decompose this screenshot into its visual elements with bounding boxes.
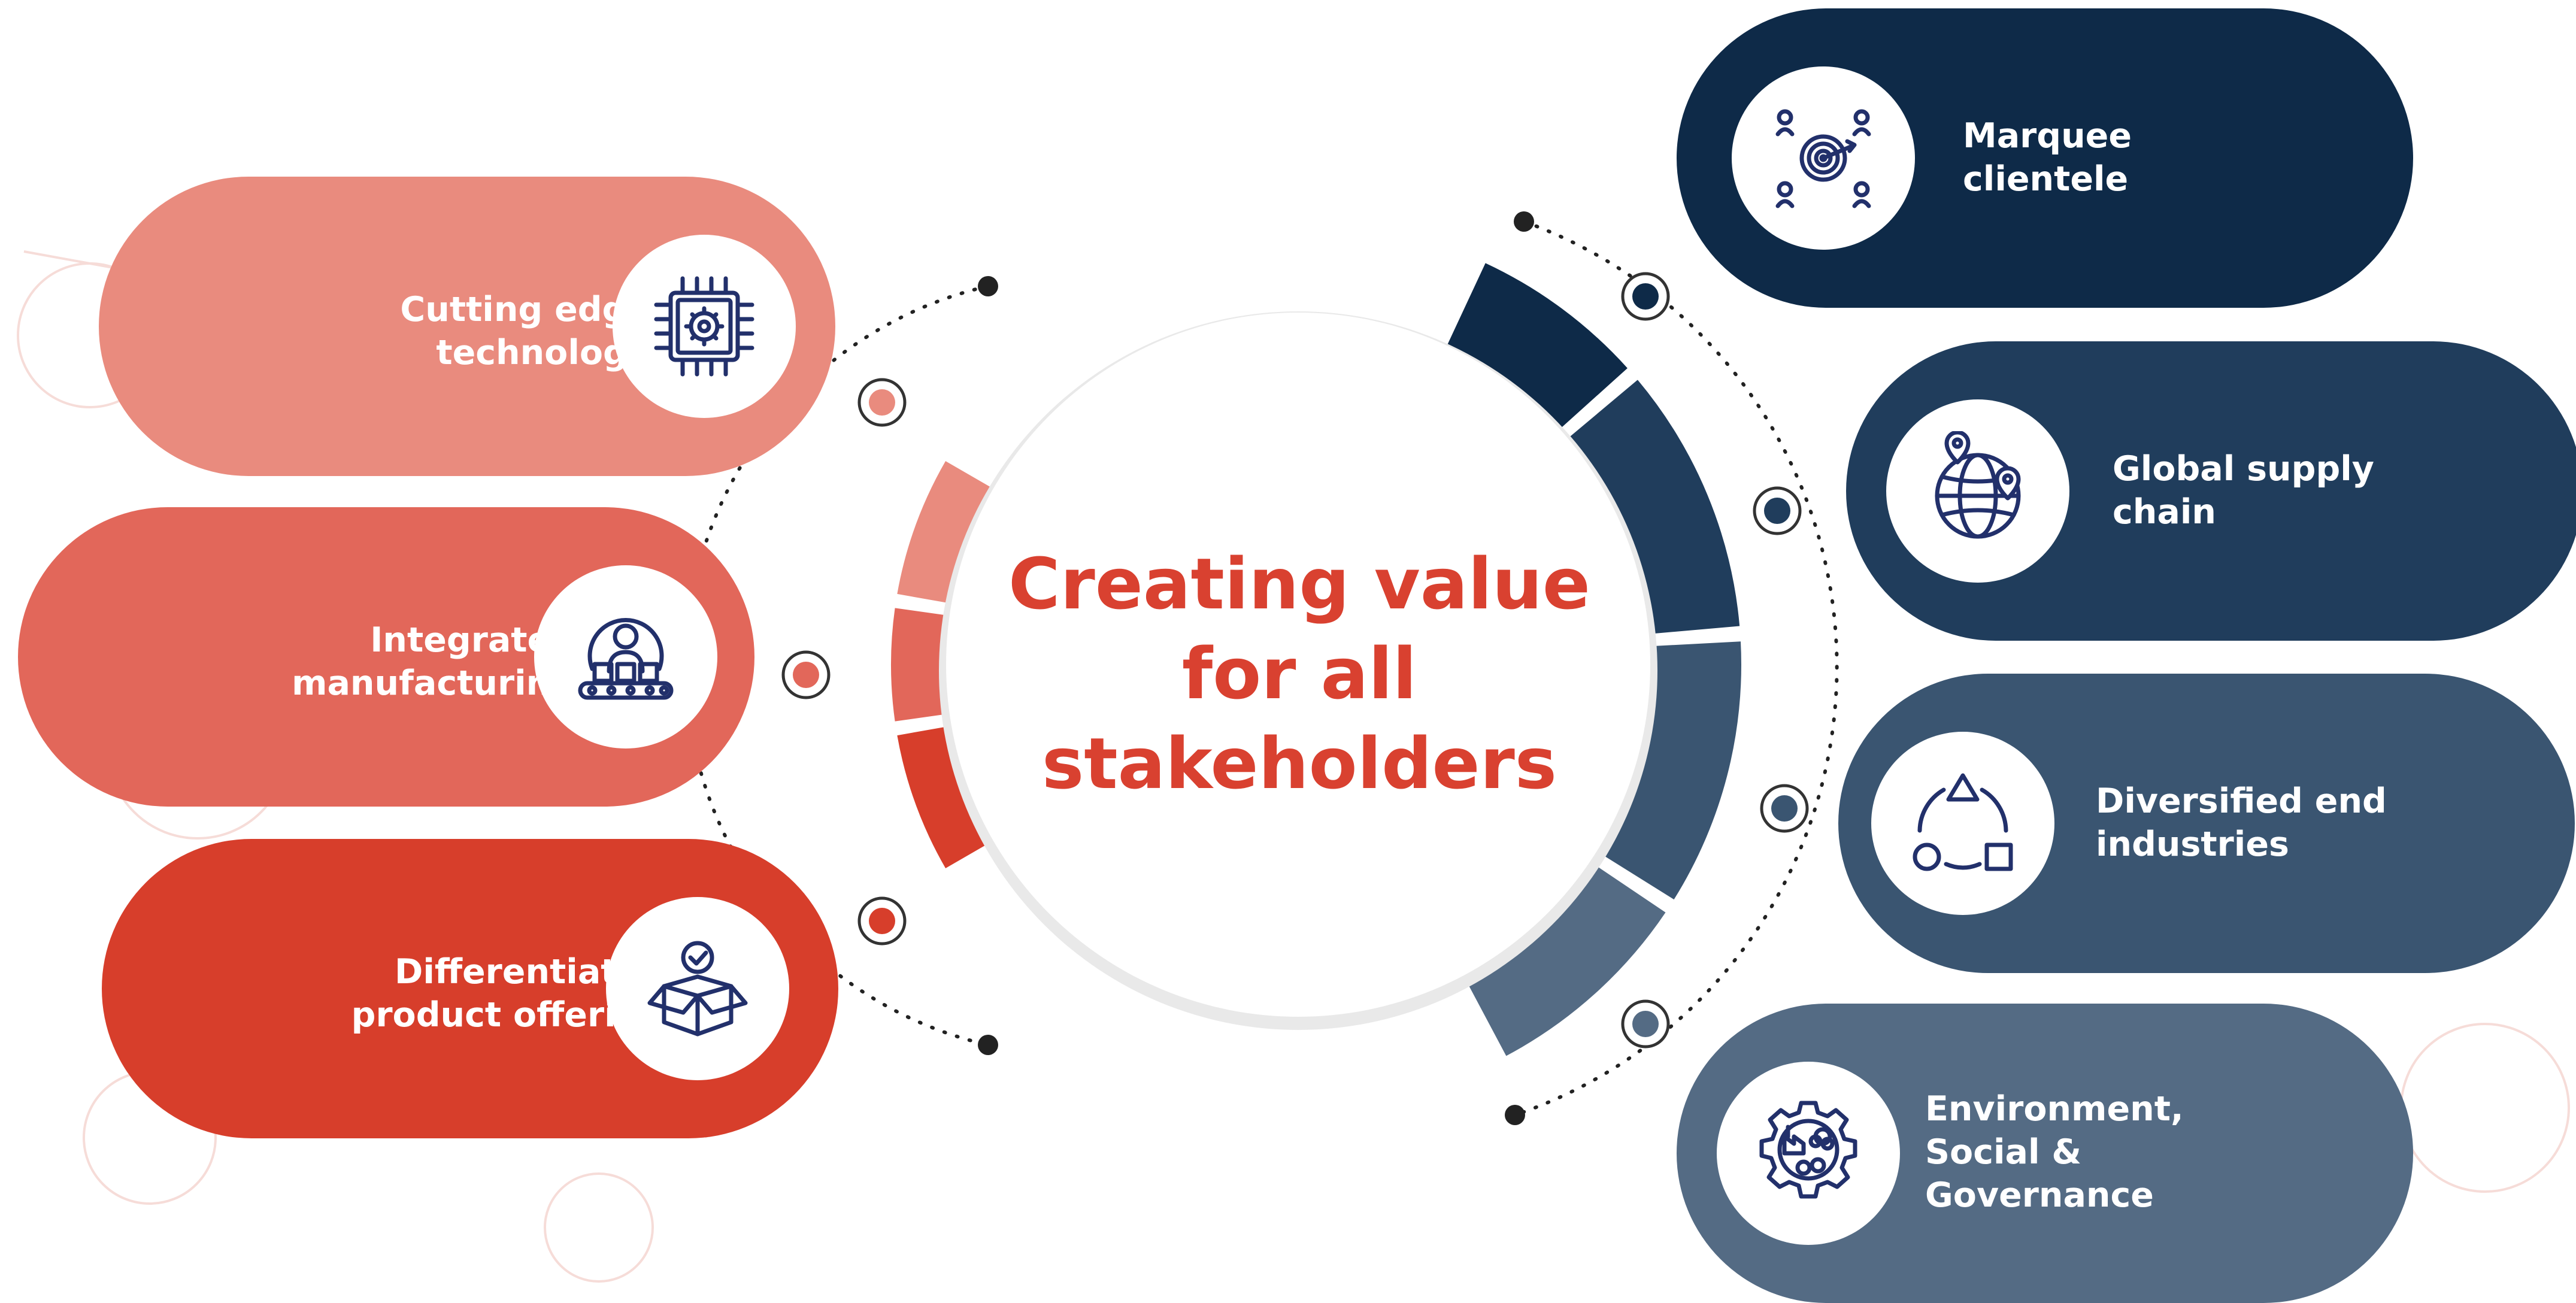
pill-label-line-2: product offering: [351, 995, 665, 1035]
icon-badge: [1871, 732, 2054, 915]
worker-conveyor-icon: [578, 618, 674, 700]
left-pill-cutting-edge-technology: Cutting edge technology: [99, 177, 835, 476]
pill-label: Marquee clientele: [1963, 114, 2382, 201]
box-check-icon: [647, 941, 748, 1037]
ring-segments: [891, 263, 1741, 1056]
right-ring-segment-1: [1439, 263, 1628, 441]
pill-label-line-2: industries: [2096, 825, 2289, 864]
right-arc-end-dot-bottom: [1505, 1105, 1525, 1125]
center-title-line-1: Creating value: [1008, 543, 1590, 625]
icon-badge: [1732, 66, 1915, 250]
pill-label: Global supply chain: [2113, 447, 2532, 534]
pill-label-line-1: Differentiated: [395, 952, 665, 992]
globe-pins-icon: [1935, 431, 2021, 539]
icon-badge: [613, 235, 796, 418]
pill-label-line-3: Governance: [1925, 1175, 2154, 1215]
icon-badge: [606, 897, 789, 1080]
right-ring-segment-4: [1455, 852, 1666, 1056]
icon-badge: [534, 565, 717, 749]
pill-label: Cutting edge technology: [290, 288, 650, 374]
left-node-marker-1: [857, 378, 907, 427]
left-node-marker-3: [857, 896, 907, 946]
left-pill-integrated-manufacturing: Integrated manufacturing: [18, 507, 754, 807]
right-ring-segment-2: [1554, 380, 1740, 636]
icon-badge: [1717, 1062, 1900, 1245]
left-arc-end-dot-bottom: [978, 1035, 998, 1055]
right-pill-environment-social-governance: Environment, Social & Governance: [1677, 1004, 2413, 1303]
center-circle: [946, 313, 1650, 1017]
left-ring-segment-1: [897, 461, 1008, 607]
pill-label-line-1: Integrated: [370, 620, 575, 660]
gear-factory-icon: [1759, 1101, 1857, 1199]
icon-badge: [1886, 399, 2069, 583]
pill-label-line-2: chain: [2113, 492, 2216, 532]
pill-label-line-1: Environment,: [1925, 1089, 2184, 1129]
pill-label: Integrated manufacturing: [156, 619, 575, 705]
pill-label-line-1: Global supply: [2113, 449, 2374, 489]
center-title: Creating value for all stakeholders: [958, 539, 1641, 808]
right-node-marker-4: [1621, 999, 1670, 1049]
right-ring-segment-3: [1582, 641, 1741, 900]
right-pill-marquee-clientele: Marquee clientele: [1677, 8, 2413, 308]
right-dotted-arc: [1513, 220, 1839, 1117]
pill-label-line-2: clientele: [1963, 159, 2129, 199]
center-title-line-3: stakeholders: [1041, 722, 1557, 805]
left-node-marker-2: [781, 650, 831, 699]
pill-label-line-2: manufacturing: [292, 663, 575, 703]
left-pill-differentiated-product-offering: Differentiated product offering: [102, 839, 838, 1138]
right-node-marker-3: [1760, 784, 1809, 833]
right-pill-global-supply-chain: Global supply chain: [1846, 341, 2576, 641]
pill-label-line-1: Marquee: [1963, 116, 2132, 156]
pill-label-line-2: technology: [436, 333, 650, 372]
pill-label-line-1: Cutting edge: [400, 290, 650, 329]
pill-label: Differentiated product offering: [246, 950, 665, 1037]
pill-label: Environment, Social & Governance: [1925, 1087, 2344, 1217]
target-people-icon: [1775, 109, 1871, 208]
left-arc-end-dot-top: [978, 276, 998, 296]
pill-label-line-2: Social &: [1925, 1132, 2082, 1172]
chip-gear-icon: [654, 276, 754, 377]
right-arc-end-dot-top: [1514, 211, 1534, 232]
right-pill-diversified-end-industries: Diversified end industries: [1838, 674, 2575, 973]
center-title-line-2: for all: [1181, 632, 1417, 715]
right-node-marker-2: [1753, 486, 1802, 535]
right-node-marker-1: [1621, 272, 1670, 321]
pill-label-line-1: Diversified end: [2096, 781, 2387, 821]
pill-label: Diversified end industries: [2096, 780, 2551, 866]
shapes-cycle-icon: [1913, 773, 2013, 871]
